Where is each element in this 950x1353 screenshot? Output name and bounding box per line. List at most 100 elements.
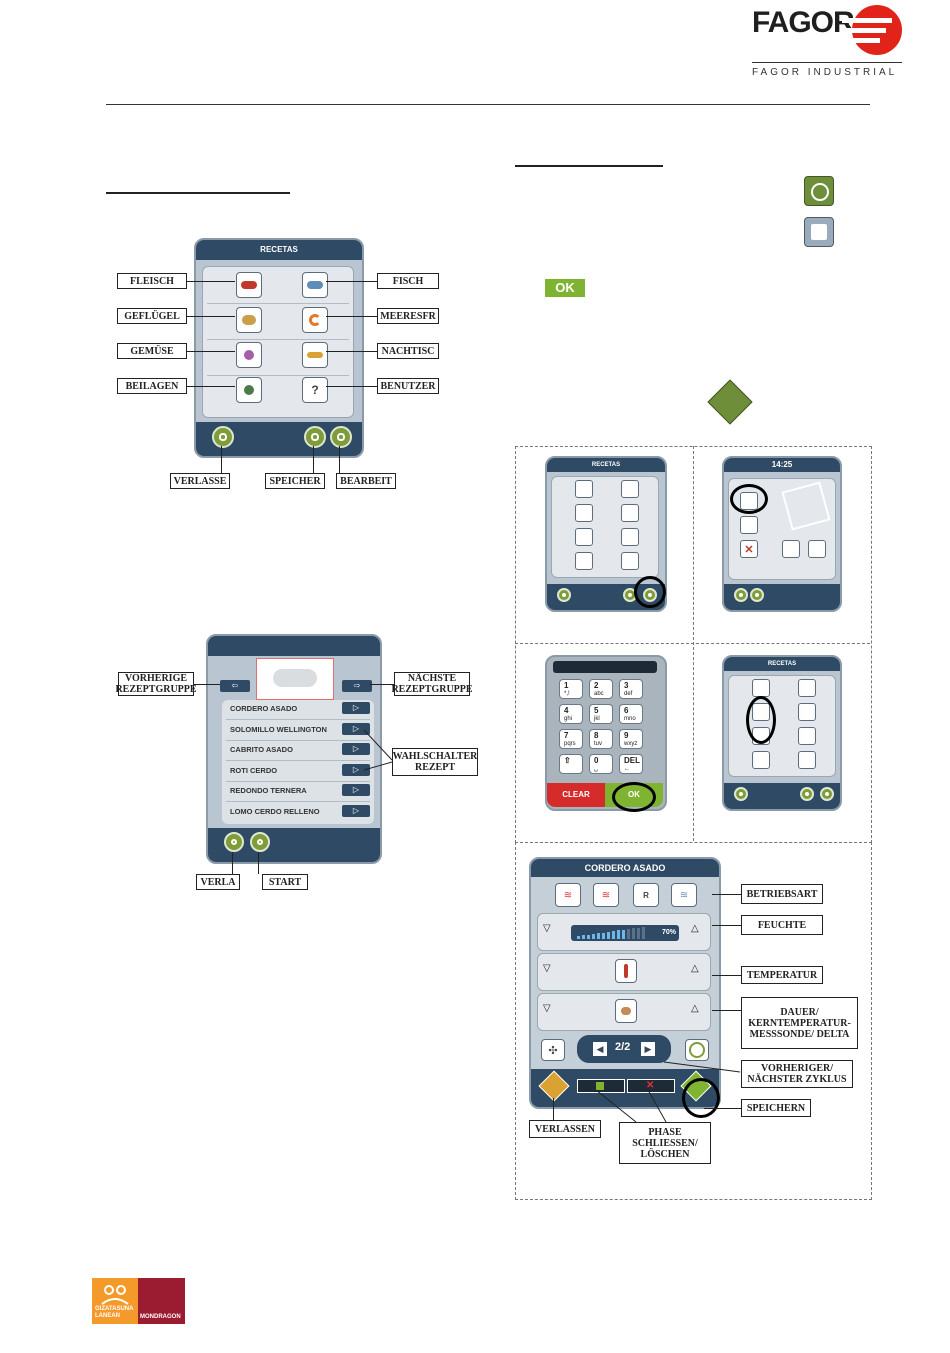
poultry-icon[interactable]	[236, 307, 262, 333]
label-verla: VERLA	[196, 874, 240, 890]
highlight-ring	[730, 484, 768, 514]
recetas-title: RECETAS	[196, 240, 362, 260]
save-button[interactable]	[304, 426, 326, 448]
label-betriebsart: BETRIEBSART	[741, 884, 823, 904]
probe-icon[interactable]	[615, 999, 637, 1023]
fish-icon[interactable]	[798, 679, 816, 697]
select-recipe-button[interactable]: ▷	[342, 763, 370, 776]
next-cycle-button[interactable]: ▶	[641, 1042, 655, 1056]
select-recipe-button[interactable]: ▷	[342, 722, 370, 735]
fish-icon[interactable]	[302, 272, 328, 298]
duration-up-button[interactable]: △	[691, 1003, 699, 1014]
side-dish-icon[interactable]	[236, 377, 262, 403]
keypad-key[interactable]: 1*,!	[559, 679, 583, 699]
edit-button[interactable]	[330, 426, 352, 448]
copy-recipe-icon[interactable]	[740, 516, 758, 534]
home-button[interactable]	[750, 588, 764, 602]
dessert-icon[interactable]	[621, 528, 639, 546]
steam-mode-icon[interactable]: ≋	[593, 883, 619, 907]
shrimp-icon[interactable]	[621, 504, 639, 522]
keypad-key[interactable]: DEL←	[619, 754, 643, 774]
edit-button[interactable]	[820, 787, 834, 801]
highlight-ring	[634, 576, 666, 608]
label-benutzer: BENUTZER	[377, 378, 439, 394]
key-letters: ←	[624, 766, 630, 772]
exit-button[interactable]	[557, 588, 571, 602]
keypad-key[interactable]: ⇧	[559, 754, 583, 774]
recipe-list-item[interactable]: CABRITO ASADO	[230, 745, 293, 755]
recipe-list-item[interactable]: CORDERO ASADO	[230, 704, 298, 713]
fish-icon[interactable]	[621, 480, 639, 498]
row-divider	[226, 719, 370, 720]
humidity-down-button[interactable]: ▽	[543, 923, 551, 934]
recipe-list-item[interactable]: SOLOMILLO WELLINGTON	[230, 724, 327, 734]
temperature-up-button[interactable]: △	[691, 963, 699, 974]
next-group-button[interactable]: ⇨	[342, 680, 372, 692]
clock-icon[interactable]	[685, 1039, 709, 1061]
select-recipe-button[interactable]: ▷	[342, 743, 370, 756]
key-number: 6	[624, 706, 629, 715]
name-field[interactable]	[553, 661, 657, 673]
key-number: 2	[594, 681, 599, 690]
side-dish-icon[interactable]	[752, 751, 770, 769]
keypad-key[interactable]: 0␣	[589, 754, 613, 774]
people-icon	[101, 1285, 129, 1305]
prev-group-button[interactable]: ⇦	[220, 680, 250, 692]
recipe-list-item[interactable]: REDONDO TERNERA	[230, 786, 307, 796]
shrimp-icon[interactable]	[798, 703, 816, 721]
user-recipe-icon[interactable]	[798, 751, 816, 769]
prev-cycle-button[interactable]: ◀	[593, 1042, 607, 1056]
key-number: ⇧	[564, 756, 571, 765]
select-recipe-button[interactable]: ▷	[342, 805, 370, 817]
temperature-down-button[interactable]: ▽	[543, 963, 551, 974]
fan-icon[interactable]: ✣	[541, 1039, 565, 1061]
humidity-bar-segment	[582, 935, 585, 939]
phase-1-button[interactable]	[577, 1079, 625, 1093]
shrimp-icon[interactable]	[302, 307, 328, 333]
clear-button[interactable]: CLEAR	[547, 783, 605, 807]
load-icon[interactable]	[782, 540, 800, 558]
meat-icon[interactable]	[575, 480, 593, 498]
dessert-icon[interactable]	[798, 727, 816, 745]
side-dish-icon[interactable]	[575, 552, 593, 570]
back-button[interactable]	[734, 588, 748, 602]
select-recipe-button[interactable]: ▷	[342, 784, 370, 797]
highlight-ring	[746, 696, 776, 744]
user-recipe-icon[interactable]: ?	[302, 377, 328, 403]
back-button[interactable]	[224, 832, 244, 852]
user-recipe-icon[interactable]	[621, 552, 639, 570]
vegetables-icon[interactable]	[236, 342, 262, 368]
key-number: 1	[564, 681, 569, 690]
combi-mode-icon[interactable]: ≋	[671, 883, 697, 907]
phase-2-button[interactable]: ✕	[627, 1079, 675, 1093]
humidity-up-button[interactable]: △	[691, 923, 699, 934]
exit-button[interactable]	[212, 426, 234, 448]
home-button[interactable]	[250, 832, 270, 852]
humidity-bar[interactable]: 70%	[571, 925, 679, 941]
convection-mode-icon[interactable]: ≋	[555, 883, 581, 907]
delete-recipe-icon[interactable]: ✕	[740, 540, 758, 558]
regeneration-mode-icon[interactable]: R	[633, 883, 659, 907]
vegetables-icon[interactable]	[575, 528, 593, 546]
label-zyklus: VORHERIGER/ NÄCHSTER ZYKLUS	[741, 1060, 853, 1088]
select-recipe-button[interactable]: ▷	[342, 702, 370, 714]
meat-icon[interactable]	[236, 272, 262, 298]
poultry-icon[interactable]	[575, 504, 593, 522]
store-icon[interactable]	[808, 540, 826, 558]
dessert-icon[interactable]	[302, 342, 328, 368]
recipe-list-item[interactable]: LOMO CERDO RELLENO	[230, 807, 320, 816]
save-button[interactable]	[800, 787, 814, 801]
exit-button[interactable]	[734, 787, 748, 801]
duration-down-button[interactable]: ▽	[543, 1003, 551, 1014]
recipe-list-item[interactable]: ROTI CERDO	[230, 765, 278, 775]
meat-icon[interactable]	[752, 679, 770, 697]
thermometer-icon[interactable]	[615, 959, 637, 983]
